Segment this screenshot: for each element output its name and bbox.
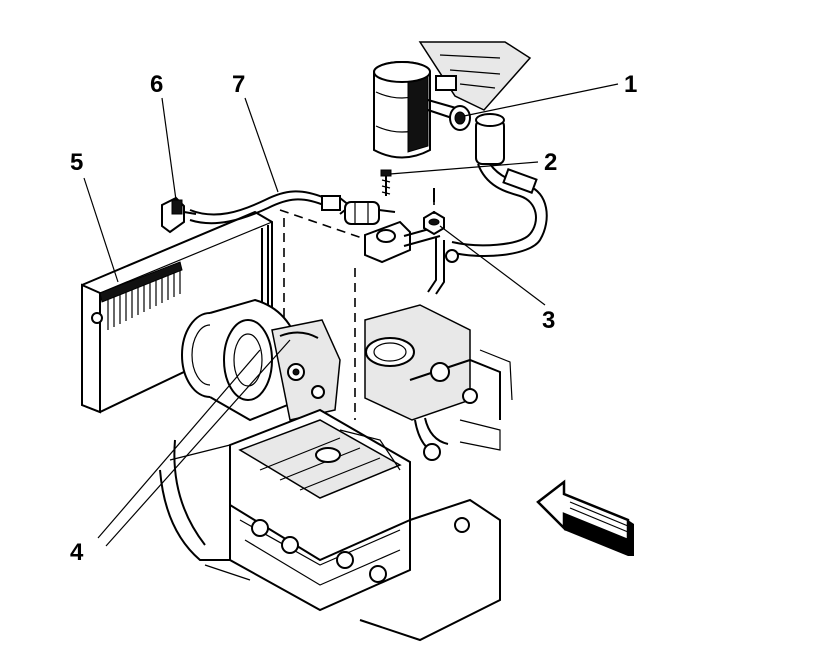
accumulator (373, 61, 471, 159)
direction-arrow (536, 479, 634, 556)
callout-2: 2 (544, 149, 557, 176)
callout-5: 5 (70, 149, 83, 176)
callout-7: 7 (232, 71, 245, 98)
callout-1: 1 (624, 71, 637, 98)
firewall-bracket (418, 41, 532, 111)
hose-bracket (364, 220, 441, 264)
throttle-body (339, 304, 513, 471)
callout-labels: 1 2 3 4 5 6 7 (70, 71, 637, 566)
leader-lines (83, 83, 619, 547)
hose-muffler (344, 201, 396, 225)
bolt (380, 169, 392, 196)
engine (159, 408, 501, 642)
mount-bracket (427, 238, 459, 295)
suction-hose (449, 113, 548, 257)
condenser (81, 210, 273, 414)
reference-lines (279, 196, 435, 420)
condenser-fitting (161, 196, 197, 234)
callout-6: 6 (150, 71, 163, 98)
callout-4: 4 (70, 539, 84, 566)
callout-3: 3 (542, 307, 555, 334)
condenser-hose (189, 190, 352, 225)
compressor (181, 298, 341, 422)
